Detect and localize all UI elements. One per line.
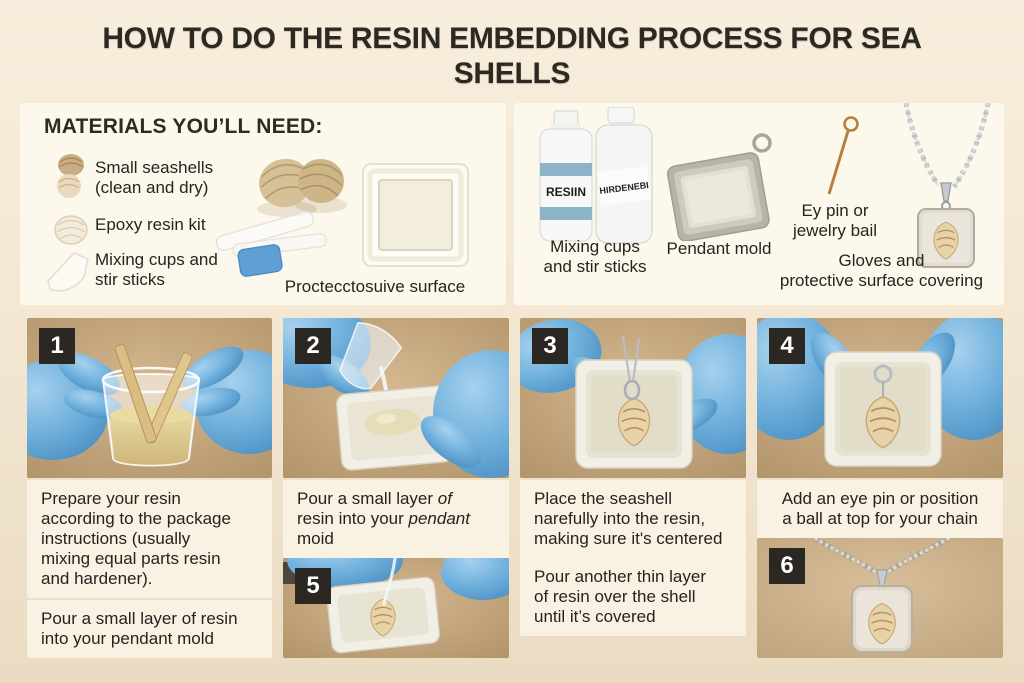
step-5-badge: 5	[295, 568, 331, 604]
pendant-mold-photo	[658, 131, 780, 241]
step-3-badge: 3	[532, 328, 568, 364]
step-6-photo: 6	[757, 538, 1003, 658]
eye-pin-icon	[817, 111, 863, 204]
step-4-caption: Add an eye pin or position a ball at top…	[757, 480, 1003, 539]
material-item-label: Epoxy resin kit	[95, 215, 206, 234]
step-2-photo: 2	[283, 318, 509, 478]
materials-heading: MATERIALS YOU’LL NEED:	[44, 115, 323, 138]
step-6-badge: 6	[769, 548, 805, 584]
step-3-photo: 3	[520, 318, 746, 478]
eye-pin-caption: Ey pin or jewelry bail	[792, 201, 878, 240]
step-1-caption: Prepare your resin according to the pack…	[27, 480, 272, 599]
step-3b-caption: Pour another thin layer of resin over th…	[520, 558, 746, 637]
shell-icon	[50, 209, 92, 254]
gloves-caption: Gloves and protective surface covering	[779, 251, 984, 290]
scraper-icon	[44, 245, 92, 300]
material-item-label: Small seashells (clean and dry)	[95, 158, 214, 198]
step-3-caption: Place the seashell narefully into the re…	[520, 480, 746, 559]
resin-bottle-label: RESIIN	[546, 185, 586, 199]
step-5-photo: 5	[283, 558, 509, 658]
step-4-photo: 4	[757, 318, 1003, 478]
step-2-caption: Pour a small layer of resin into your pe…	[283, 480, 509, 559]
stir-sticks-eraser-photo	[205, 203, 345, 281]
pendant-mold-caption: Pendant mold	[666, 239, 772, 258]
square-mold-photo	[358, 159, 473, 271]
step-4-badge: 4	[769, 328, 805, 364]
materials-left-panel: MATERIALS YOU’LL NEED: Small seashells (…	[20, 103, 506, 305]
step-1-photo: 1	[27, 318, 272, 478]
step-1-badge: 1	[39, 328, 75, 364]
seashells-photo	[245, 145, 357, 223]
step-2-badge: 2	[295, 328, 331, 364]
materials-right-panel: RESIIN HIRDENEBI Mixing cups and stir st…	[514, 103, 1004, 305]
resin-bottles-photo: RESIIN HIRDENEBI	[530, 107, 660, 247]
material-item-label: Mixing cups and stir sticks	[95, 250, 218, 290]
mixing-cups-caption: Mixing cups and stir sticks	[543, 237, 647, 276]
necklace-photo	[872, 103, 1004, 271]
seashells-icon	[50, 151, 92, 206]
page-title: HOW TO DO THE RESIN EMBEDDING PROCESS FO…	[102, 22, 922, 90]
step-1b-caption: Pour a small layer of resin into your pe…	[27, 600, 272, 658]
protective-surface-caption: Proctecctosuive surface	[284, 277, 466, 296]
